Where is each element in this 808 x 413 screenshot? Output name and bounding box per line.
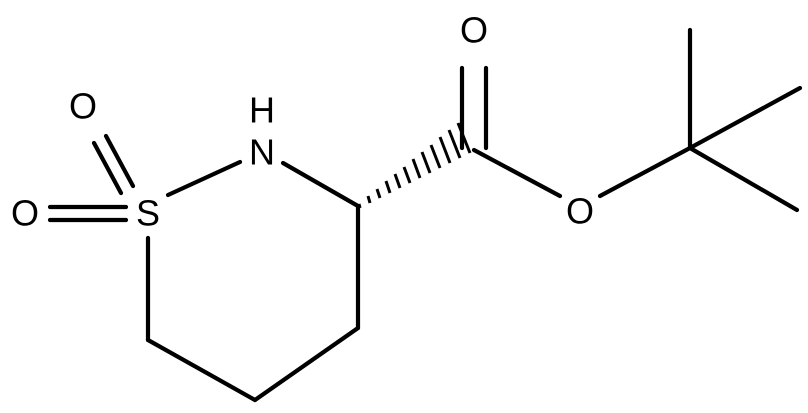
hashed-wedge-bond <box>357 122 472 209</box>
atom-o-sulfonyl-top-label: O <box>69 86 97 127</box>
atom-h-label: H <box>249 90 275 131</box>
bond-s-o-top-a <box>91 140 124 196</box>
bond-ctbu-me-right <box>687 85 803 151</box>
bond-c4-c5 <box>252 325 361 403</box>
bond-c5-c6 <box>145 337 258 403</box>
bond-ctbu-me-lowright <box>687 145 800 213</box>
bond-o-ctbu <box>597 145 693 199</box>
atom-o-carbonyl-label: O <box>460 10 488 51</box>
bond-n-c3 <box>280 160 361 209</box>
bond-c-o-ester <box>471 147 563 199</box>
atom-o-sulfonyl-left-label: O <box>11 193 39 234</box>
atom-s-label: S <box>136 193 160 234</box>
atom-n-label: N <box>249 132 275 173</box>
bond-s-n <box>165 159 243 198</box>
atom-o-ester-label: O <box>566 191 594 232</box>
bond-s-o-top-b <box>103 133 136 189</box>
